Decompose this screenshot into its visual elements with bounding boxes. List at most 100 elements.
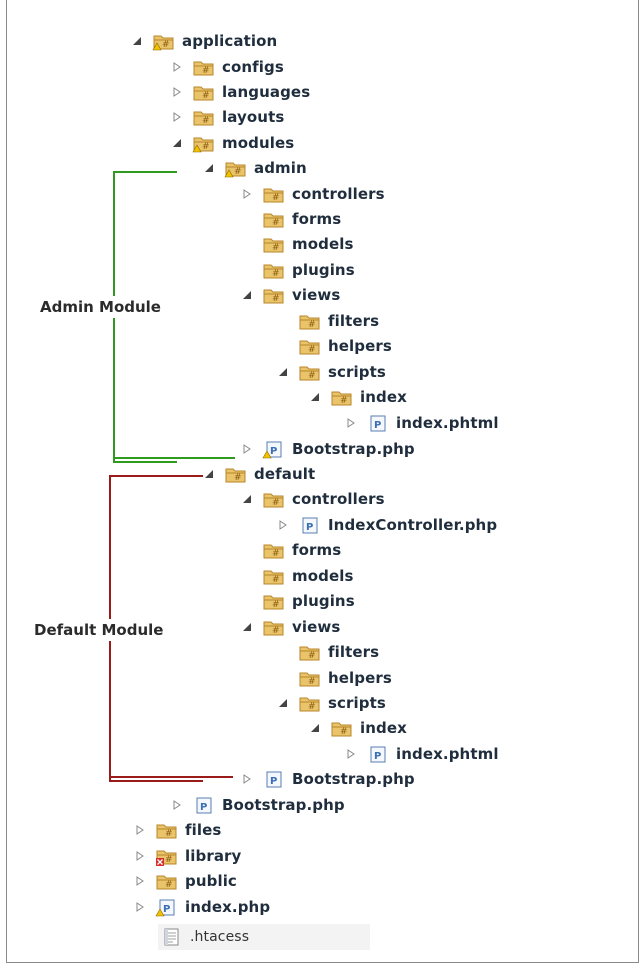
expand-arrow-icon[interactable] xyxy=(133,900,147,914)
tree-node-index-php[interactable]: P index.php xyxy=(133,896,270,918)
collapse-arrow-icon[interactable] xyxy=(240,492,254,506)
tree-node-admin-filters[interactable]: # filters xyxy=(276,310,379,332)
svg-text:#: # xyxy=(272,498,280,508)
expand-arrow-icon[interactable] xyxy=(240,442,254,456)
folder-icon: # xyxy=(298,643,322,662)
expand-arrow-icon[interactable] xyxy=(170,110,184,124)
svg-text:#: # xyxy=(202,116,210,126)
tree-node-modules[interactable]: # modules xyxy=(170,132,294,154)
tree-node-admin-bootstrap[interactable]: P Bootstrap.php xyxy=(240,438,415,460)
tree-node-default-helpers[interactable]: # helpers xyxy=(276,667,392,689)
svg-text:#: # xyxy=(234,167,242,177)
tree-node-admin-controllers[interactable]: # controllers xyxy=(240,183,385,205)
folder-icon: # xyxy=(224,465,248,484)
collapse-arrow-icon[interactable] xyxy=(202,467,216,481)
tree-node-default-filters[interactable]: # filters xyxy=(276,641,379,663)
expand-arrow-icon[interactable] xyxy=(344,747,358,761)
folder-icon: # xyxy=(262,210,286,229)
folder-error-icon: # xyxy=(155,847,179,866)
collapse-arrow-icon[interactable] xyxy=(240,288,254,302)
tree-node-files[interactable]: # files xyxy=(133,819,221,841)
tree-label: default xyxy=(254,465,316,483)
tree-node-public[interactable]: # public xyxy=(133,870,237,892)
expand-arrow-icon[interactable] xyxy=(276,518,290,532)
tree-node-admin-index-phtml[interactable]: P index.phtml xyxy=(344,412,499,434)
tree-label: helpers xyxy=(328,337,392,355)
folder-icon: # xyxy=(262,185,286,204)
tree-node-library[interactable]: # library xyxy=(133,845,241,867)
folder-icon: # xyxy=(192,58,216,77)
expand-arrow-icon[interactable] xyxy=(170,85,184,99)
tree-node-default-index-phtml[interactable]: P index.phtml xyxy=(344,743,499,765)
svg-text:#: # xyxy=(234,473,242,483)
svg-text:#: # xyxy=(340,727,348,737)
collapse-arrow-icon[interactable] xyxy=(308,390,322,404)
folder-icon: # xyxy=(262,490,286,509)
folder-icon: # xyxy=(262,567,286,586)
folder-icon: # xyxy=(298,312,322,331)
tree-node-htaccess[interactable]: .htacess xyxy=(160,926,249,948)
collapse-arrow-icon[interactable] xyxy=(170,136,184,150)
folder-icon: # xyxy=(192,108,216,127)
expand-arrow-icon[interactable] xyxy=(133,823,147,837)
tree-node-indexcontroller[interactable]: P IndexController.php xyxy=(276,514,497,536)
tree-node-default-controllers[interactable]: # controllers xyxy=(240,488,385,510)
svg-text:#: # xyxy=(202,91,210,101)
collapse-arrow-icon[interactable] xyxy=(308,721,322,735)
tree-node-layouts[interactable]: # layouts xyxy=(170,106,284,128)
tree-node-admin-views[interactable]: # views xyxy=(240,284,340,306)
tree-node-admin-forms[interactable]: # forms xyxy=(240,208,341,230)
tree-label: index xyxy=(360,388,407,406)
tree-node-default-bootstrap[interactable]: P Bootstrap.php xyxy=(240,768,415,790)
tree-node-default-models[interactable]: # models xyxy=(240,565,354,587)
collapse-arrow-icon[interactable] xyxy=(240,620,254,634)
php-file-icon: P xyxy=(298,516,322,535)
expand-arrow-icon[interactable] xyxy=(133,874,147,888)
collapse-arrow-icon[interactable] xyxy=(202,161,216,175)
package-folder-warning-icon: # xyxy=(224,159,248,178)
tree-node-default[interactable]: # default xyxy=(202,463,315,485)
default-module-label: Default Module xyxy=(34,619,164,641)
tree-node-languages[interactable]: # languages xyxy=(170,81,310,103)
tree-label: configs xyxy=(222,58,284,76)
folder-icon: # xyxy=(155,821,179,840)
tree-node-admin-index[interactable]: # index xyxy=(308,386,407,408)
tree-label: library xyxy=(185,847,242,865)
php-file-icon: P xyxy=(262,770,286,789)
collapse-arrow-icon[interactable] xyxy=(130,34,144,48)
svg-text:#: # xyxy=(308,651,316,661)
tree-node-default-views[interactable]: # views xyxy=(240,616,340,638)
tree-node-default-forms[interactable]: # forms xyxy=(240,539,341,561)
tree-node-app-bootstrap[interactable]: P Bootstrap.php xyxy=(170,794,345,816)
tree-node-admin-models[interactable]: # models xyxy=(240,233,354,255)
tree-node-default-plugins[interactable]: # plugins xyxy=(240,590,355,612)
expand-arrow-icon[interactable] xyxy=(344,416,358,430)
folder-icon: # xyxy=(298,694,322,713)
tree-label: index xyxy=(360,719,407,737)
collapse-arrow-icon[interactable] xyxy=(276,365,290,379)
folder-icon: # xyxy=(155,872,179,891)
tree-label: Bootstrap.php xyxy=(292,770,415,788)
expand-arrow-icon[interactable] xyxy=(240,772,254,786)
htaccess-selection-bg xyxy=(158,924,370,950)
expand-arrow-icon[interactable] xyxy=(170,60,184,74)
tree-node-admin[interactable]: # admin xyxy=(202,157,307,179)
tree-node-application[interactable]: # application xyxy=(130,30,277,52)
collapse-arrow-icon[interactable] xyxy=(276,696,290,710)
folder-icon: # xyxy=(262,618,286,637)
svg-text:#: # xyxy=(272,269,280,279)
tree-label: scripts xyxy=(328,363,386,381)
svg-text:#: # xyxy=(308,345,316,355)
tree-node-admin-plugins[interactable]: # plugins xyxy=(240,259,355,281)
expand-arrow-icon[interactable] xyxy=(170,798,184,812)
tree-node-default-scripts[interactable]: # scripts xyxy=(276,692,386,714)
text-file-icon xyxy=(160,928,184,947)
expand-arrow-icon[interactable] xyxy=(133,849,147,863)
tree-node-admin-scripts[interactable]: # scripts xyxy=(276,361,386,383)
tree-node-admin-helpers[interactable]: # helpers xyxy=(276,335,392,357)
tree-node-default-index[interactable]: # index xyxy=(308,717,407,739)
svg-text:P: P xyxy=(163,904,170,915)
expand-arrow-icon[interactable] xyxy=(240,187,254,201)
tree-node-configs[interactable]: # configs xyxy=(170,56,284,78)
tree-label: IndexController.php xyxy=(328,516,498,534)
